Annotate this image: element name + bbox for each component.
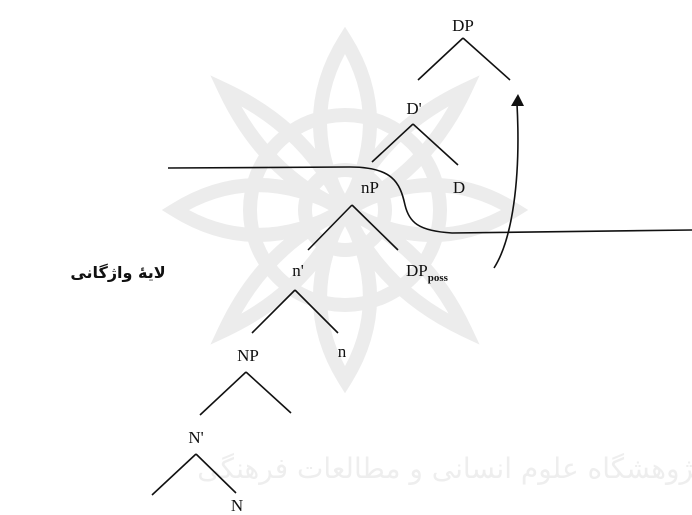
node-np-small: nP: [361, 178, 379, 197]
node-dp: DP: [452, 16, 474, 35]
tree-edges: [151, 37, 511, 496]
watermark-rosette-icon: [161, 26, 529, 394]
edge-dbar-np: [371, 123, 414, 163]
watermark-text: پژوهشگاه علوم انسانی و مطالعات فرهنگی: [197, 452, 692, 485]
node-np-big: NP: [237, 346, 259, 365]
edge-dbar-d: [412, 123, 459, 166]
edge-dp-dbar: [417, 37, 464, 81]
movement-arrow-path: [493, 103, 519, 269]
dp-poss-subscript: poss: [428, 272, 449, 284]
edge-NP-empty: [245, 371, 292, 414]
node-n-bar-big: N': [188, 428, 203, 447]
layer-boundary-curve: [167, 166, 692, 234]
edge-np-dpposs: [351, 204, 399, 251]
edge-nbar-n: [294, 289, 339, 334]
node-n-bar-small: n': [292, 261, 304, 280]
node-n-big: N: [231, 496, 243, 515]
edge-np-nbar: [307, 204, 353, 251]
dp-poss-main: DP: [406, 261, 428, 280]
arrowhead-icon: [511, 94, 524, 106]
node-d-bar: D': [406, 99, 421, 118]
edge-NP-Nbar: [199, 371, 247, 416]
edge-Nbar-empty: [151, 453, 197, 496]
lexical-layer-label: لایۀ واژگانی: [70, 263, 165, 282]
edge-nbar-NP: [251, 289, 296, 334]
node-dp-poss: DPposs: [406, 261, 449, 284]
node-d: D: [453, 178, 465, 197]
edge-dp-spec: [462, 37, 511, 81]
node-n-small: n: [338, 342, 347, 361]
edge-Nbar-N: [195, 453, 237, 494]
